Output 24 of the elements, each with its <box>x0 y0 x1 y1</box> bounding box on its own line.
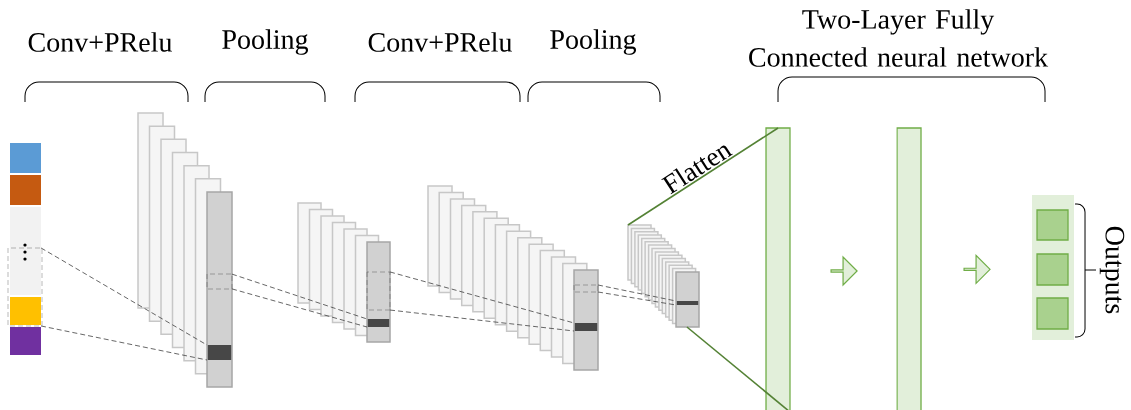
flatten-line <box>686 326 791 410</box>
feature-map-stack <box>137 112 233 388</box>
output-box <box>1036 253 1069 286</box>
projection-line <box>40 325 208 361</box>
layer-label: Pooling <box>222 29 309 55</box>
output-box <box>1036 297 1069 330</box>
projection-line <box>597 291 677 306</box>
flatten-line <box>627 127 779 226</box>
projection-line <box>231 288 368 328</box>
input-column <box>7 143 43 355</box>
layer-label: Two-Layer Fully Connected neural network <box>749 9 1049 67</box>
feature-map-stack <box>627 224 700 328</box>
layer-label: Outputs <box>1099 226 1125 314</box>
layer-label: Conv+PRelu <box>28 32 172 52</box>
layer-label: Conv+PRelu <box>368 32 512 52</box>
layer-label: Pooling <box>550 29 637 55</box>
feature-map-stack <box>427 185 599 371</box>
projection-line <box>231 273 368 320</box>
feature-map-stack <box>297 202 391 343</box>
output-box <box>1036 209 1069 241</box>
projection-line <box>40 247 208 346</box>
projection-line <box>389 309 575 332</box>
fc-layer-bar <box>896 127 922 410</box>
fc-layer-bar <box>765 127 791 410</box>
